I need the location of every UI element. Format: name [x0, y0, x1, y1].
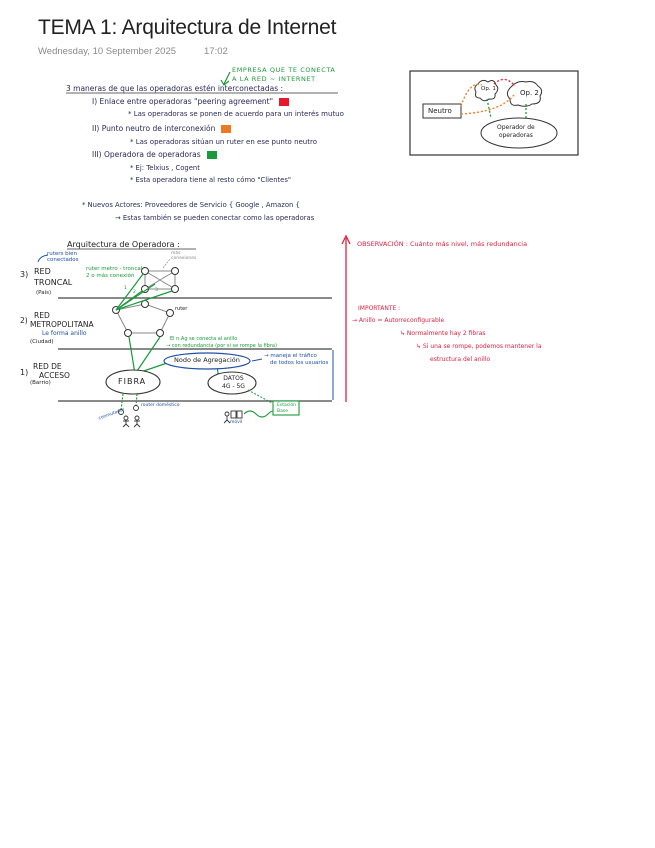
page-time: 17:02 [204, 46, 228, 57]
level-name-line: TRONCAL [34, 278, 73, 287]
movil-label: móvil [230, 420, 243, 425]
note-line: ruter metro - troncal [86, 266, 143, 272]
importante-label: IMPORTANTE : [358, 305, 401, 312]
operador-label-line: operadoras [498, 132, 533, 139]
note-line: conexiones [171, 256, 197, 261]
metro-router [156, 329, 164, 337]
arrow-label-1: 1 [124, 286, 127, 291]
note-line: más [171, 251, 181, 256]
datos-ellipse [207, 371, 257, 395]
troncal-router [141, 267, 149, 275]
item-label: III) Operadora de operadoras [92, 150, 201, 159]
fibra-label: FIBRA [118, 377, 147, 386]
router-domestico-label: router doméstico [141, 403, 180, 408]
metro-router [124, 329, 132, 337]
anillo-note: El n.Ag se conecta al anillo → con redun… [166, 336, 277, 350]
item-label: II) Punto neutro de interconexión [92, 124, 216, 133]
architecture-title: Arquitectura de Operadora : [67, 240, 180, 249]
observacion-note: OBSERVACIÓN : Cuánto más nivel, más redu… [357, 240, 528, 248]
datos-label: DATOS 4G - 5G [222, 375, 245, 391]
level-name-line: RED [34, 267, 51, 276]
level-2-num: 2) [20, 316, 28, 325]
note-line: El n.Ag se conecta al anillo [170, 336, 238, 342]
callout-line: A LA RED ~ INTERNET [232, 75, 316, 83]
level-name-line: METROPOLITANA [30, 320, 94, 329]
level-3-name: RED TRONCAL [34, 266, 72, 288]
item-operadora-sub-1: * Ej: Telxius , Cogent [130, 164, 200, 172]
anillo-autorreconfigurable: → Anillo = Autorreconfigurable [352, 317, 445, 324]
nodo-note: → maneja el tráfico de todos los usuario… [264, 353, 328, 366]
note-line: ruters bien [47, 251, 78, 257]
troncal-router [171, 267, 179, 275]
estacion-base-label: Estación Base [277, 403, 296, 414]
troncal-router [171, 285, 179, 293]
note-line: 2 o más conexión [86, 273, 135, 279]
level-1-sub: (Barrio) [30, 380, 51, 386]
item-operadora-de-operadoras: III) Operadora de operadoras [92, 150, 217, 159]
datos-line: 4G - 5G [222, 383, 245, 390]
op2-cloud [506, 81, 543, 107]
arrow-label-2: 2 [133, 290, 136, 295]
mas-conexiones-note: más conexiones [171, 251, 196, 261]
note-line: → maneja el tráfico [264, 353, 317, 359]
item-peering-sub: * Las operadoras se ponen de acuerdo par… [128, 110, 344, 118]
item-punto-neutro-sub: * Las operadoras sitúan un ruter en ese … [130, 138, 317, 146]
level-name-line: RED DE [33, 362, 62, 371]
note-line: conectados [47, 257, 79, 263]
page-date: Wednesday, 10 September 2025 [38, 46, 177, 57]
new-actors-sub: → Estas también se pueden conectar como … [115, 214, 315, 222]
note-line: de todos los usuarios [270, 359, 329, 366]
mini-diagram-frame [409, 70, 579, 156]
level-2-sub: (Ciudad) [30, 339, 54, 345]
ruters-bien-note: ruters bien conectados [47, 251, 79, 263]
page-title: TEMA 1: Arquitectura de Internet [38, 16, 337, 39]
estacion-line: Estación [277, 403, 297, 408]
fibra-ellipse [105, 369, 161, 395]
orange-color-swatch [221, 125, 232, 133]
op1-cloud [474, 79, 499, 102]
green-color-swatch [206, 151, 217, 159]
note-line: → con redundancia (por si se rompe la fi… [166, 343, 277, 349]
callout-operadora: EMPRESA QUE TE CONECTA A LA RED ~ INTERN… [232, 66, 335, 84]
interconnection-heading: 3 maneras de que las operadoras estén in… [66, 84, 284, 93]
estacion-base-box [272, 400, 300, 416]
red-color-swatch [279, 98, 290, 106]
neutro-box [422, 103, 462, 119]
level-2-name: RED METROPOLITANA [30, 311, 94, 329]
ruter-label: ruter [175, 306, 188, 312]
item-operadora-sub-2: * Esta operadora tiene al resto cómo "Cl… [130, 176, 292, 184]
callout-arrow [220, 71, 231, 86]
datos-line: DATOS [223, 375, 244, 382]
level-name-line: RED [34, 311, 50, 320]
operador-ellipse [480, 117, 558, 149]
level-name-line: ACCESO [39, 371, 70, 380]
level-3-sub: (País) [36, 290, 52, 296]
neutro-label: Neutro [428, 107, 452, 115]
estructura-note: estructura del anillo [430, 356, 491, 363]
operador-label-line: Operador de [497, 124, 535, 131]
estacion-line: Base [277, 408, 288, 414]
item-peering: I) Enlace entre operadoras "peering agre… [92, 97, 290, 106]
item-punto-neutro: II) Punto neutro de interconexión [92, 124, 232, 133]
ruter-metro-note: ruter metro - troncal 2 o más conexión [86, 266, 142, 280]
nodo-agregacion-ellipse [163, 352, 251, 370]
operador-label: Operador de operadoras [497, 124, 535, 140]
op1-label: Op. 1 [481, 86, 496, 92]
arrow-label-3: 3 [155, 288, 158, 293]
level-1-name: RED DE ACCESO [33, 362, 70, 380]
metro-router [166, 309, 174, 317]
level-2-note: Le forma anillo [42, 330, 87, 337]
level-3-num: 3) [20, 270, 29, 279]
fibras-note: ↳ Normalmente hay 2 fibras [400, 330, 486, 337]
nodo-agregacion-label: Nodo de Agregación [174, 356, 240, 364]
item-label: I) Enlace entre operadoras "peering agre… [92, 97, 274, 106]
callout-line: EMPRESA QUE TE CONECTA [232, 66, 336, 74]
op2-label: Op. 2 [520, 89, 539, 97]
level-1-num: 1) [20, 368, 29, 377]
new-actors-note: * Nuevos Actores: Proveedores de Servici… [82, 201, 300, 209]
rompe-note: ↳ Si una se rompe, podemos mantener la [416, 343, 542, 350]
